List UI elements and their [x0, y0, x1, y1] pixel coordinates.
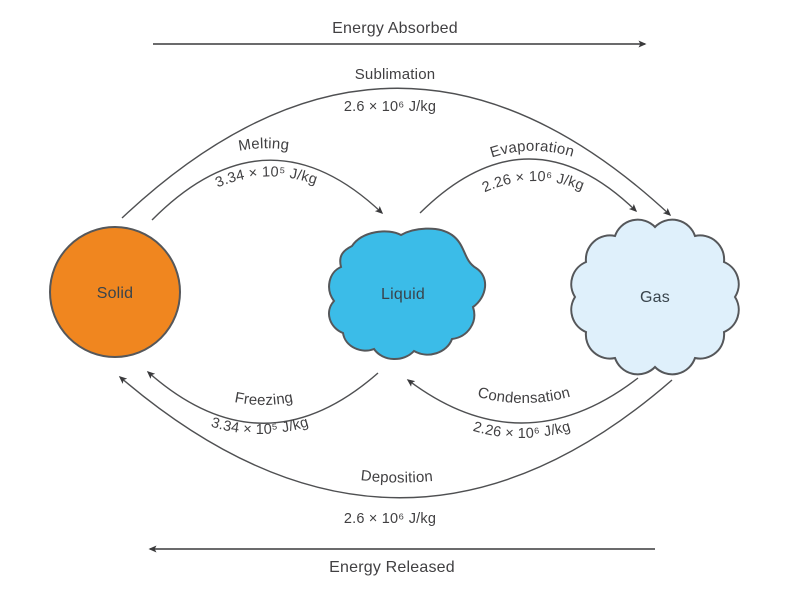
evaporation-value: 2.26 × 10⁶ J/kg	[480, 169, 586, 196]
sublimation-arrow	[121, 87, 672, 219]
deposition-value: 2.6 × 10⁶ J/kg	[344, 511, 436, 527]
condensation-arrow	[406, 377, 639, 424]
liquid-node-label: Liquid	[381, 286, 425, 303]
condensation-value: 2.26 × 10⁶ J/kg	[471, 419, 572, 442]
sublimation-value: 2.6 × 10⁶ J/kg	[344, 99, 436, 115]
freezing-arrow	[146, 371, 379, 424]
liquid-node	[328, 227, 486, 360]
solid-node	[49, 226, 181, 358]
melting-arrow	[151, 159, 384, 221]
solid-node-label: Solid	[97, 285, 134, 302]
condensation-label: Condensation	[476, 384, 572, 407]
gas-node-label: Gas	[640, 289, 670, 306]
evaporation-arrow	[419, 158, 638, 214]
deposition-label: Deposition	[360, 467, 434, 486]
melting-value: 3.34 × 10⁵ J/kg	[213, 164, 319, 191]
energy-absorbed-label: Energy Absorbed	[332, 20, 458, 37]
freezing-value: 3.34 × 10⁵ J/kg	[209, 414, 310, 438]
deposition-arrow	[118, 376, 673, 499]
energy-released-label: Energy Released	[329, 559, 455, 576]
evaporation-label: Evaporation	[488, 138, 576, 162]
freezing-label: Freezing	[233, 389, 294, 409]
gas-node	[570, 218, 740, 376]
sublimation-label: Sublimation	[355, 66, 436, 83]
melting-label: Melting	[237, 135, 290, 154]
